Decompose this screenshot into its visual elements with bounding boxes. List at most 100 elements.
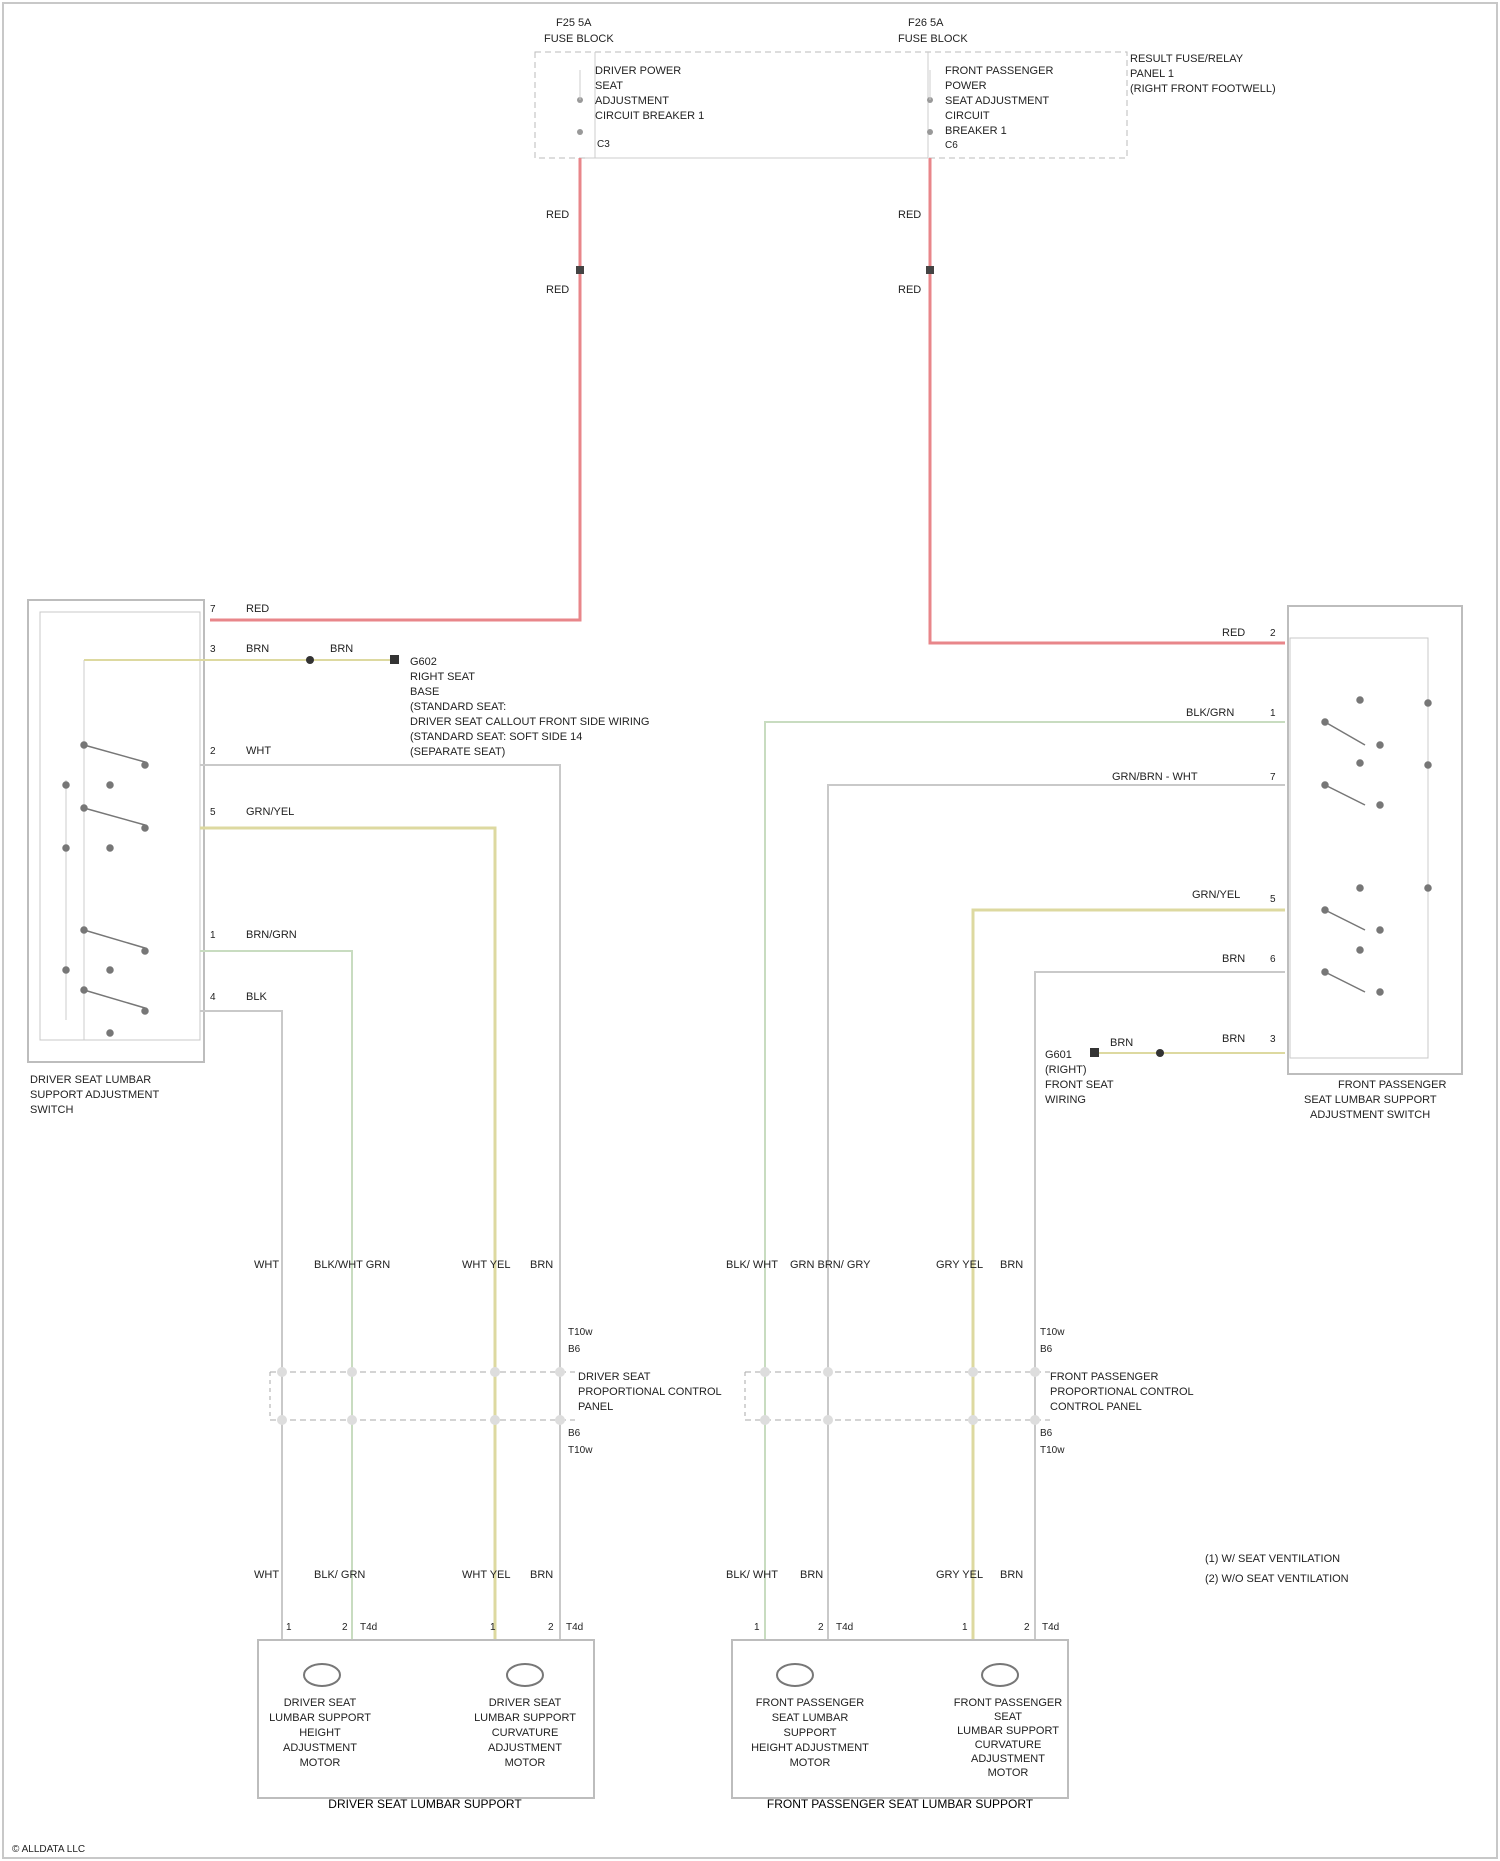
lsw-pin-2: 2 [210,746,216,757]
rsw-wire-grn-yel: GRN/YEL [1192,889,1240,901]
fuse-block: F25 5A FUSE BLOCK F26 5A FUSE BLOCK DRIV… [535,17,1276,158]
driver-switch-caption-2: SUPPORT ADJUSTMENT [30,1089,159,1101]
cr-code-3: B6 [1040,1428,1053,1439]
rm2-line-1: FRONT PASSENGER [954,1697,1062,1709]
lm-pin-1: 1 [286,1622,292,1633]
fuse-left-pin: C3 [597,139,610,150]
lm-code-1: T4d [360,1622,377,1633]
lm2-line-4: ADJUSTMENT [488,1742,562,1754]
lsw-ground-2: RIGHT SEAT [410,671,475,683]
fuse-right-label-2: FUSE BLOCK [898,33,968,45]
driver-switch-caption-3: SWITCH [30,1104,73,1116]
lsw-wire-wht: WHT [246,745,271,757]
lm1-line-5: MOTOR [300,1757,341,1769]
rm-code-1: T4d [836,1622,853,1633]
cr-text-1: FRONT PASSENGER [1050,1371,1158,1383]
rsw-pin-5: 5 [1270,894,1276,905]
cl-top-2: BLK/WHT GRN [314,1259,390,1271]
lsw-ground-7: (SEPARATE SEAT) [410,746,505,758]
rm-pin-2: 2 [818,1622,824,1633]
pass-switch-caption-1: FRONT PASSENGER [1338,1079,1446,1091]
connector-right: BLK/ WHT GRN BRN/ GRY GRY YEL BRN FRONT … [726,1259,1194,1581]
rsw-pin-7: 7 [1270,772,1276,783]
cl-code-2: B6 [568,1344,581,1355]
fuse-right-label-1: F26 5A [908,17,944,29]
rm-pin-4: 2 [1024,1622,1030,1633]
driver-switch-caption-1: DRIVER SEAT LUMBAR [30,1074,151,1086]
rsw-pin-6: 6 [1270,954,1276,965]
cl-code-4: T10w [568,1445,593,1456]
lm1-line-3: HEIGHT [299,1727,341,1739]
cr-top-4: BRN [1000,1259,1023,1271]
lm1-line-1: DRIVER SEAT [284,1697,357,1709]
cr-code-4: T10w [1040,1445,1065,1456]
lsw-ground-6: (STANDARD SEAT: SOFT SIDE 14 [410,731,582,743]
rm2-line-3: LUMBAR SUPPORT [957,1725,1059,1737]
rm2-line-2: SEAT [994,1711,1022,1723]
rm2-line-4: CURVATURE [975,1739,1042,1751]
fuse-panel-1: RESULT FUSE/RELAY [1130,53,1244,65]
lsw-pin-4: 4 [210,992,216,1003]
rm1-line-5: MOTOR [790,1757,831,1769]
lsw-pin-5: 5 [210,807,216,818]
motor-icon [304,1664,340,1686]
fuse-right-desc-3: SEAT ADJUSTMENT [945,95,1049,107]
red-power-wires: RED RED RED RED [210,158,1285,643]
rsw-wire-blk-grn: BLK/GRN [1186,707,1234,719]
cl-bottom-3: WHT YEL [462,1569,511,1581]
cr-top-2: GRN BRN/ GRY [790,1259,871,1271]
lm-caption: DRIVER SEAT LUMBAR SUPPORT [328,1797,522,1811]
motor-icon [982,1664,1018,1686]
lm2-line-2: LUMBAR SUPPORT [474,1712,576,1724]
fuse-left-label-1: F25 5A [556,17,592,29]
rm1-line-3: SUPPORT [784,1727,837,1739]
pass-switch-caption-3: ADJUSTMENT SWITCH [1310,1109,1430,1121]
right-red-label-2: RED [898,284,921,296]
rm1-line-2: SEAT LUMBAR [772,1712,849,1724]
left-red-label-2: RED [546,284,569,296]
cr-text-2: PROPORTIONAL CONTROL [1050,1386,1194,1398]
fuse-right-desc-1: FRONT PASSENGER [945,65,1053,77]
rsw-wire-red: RED [1222,627,1245,639]
fuse-right-desc-2: POWER [945,80,987,92]
rm2-line-5: ADJUSTMENT [971,1753,1045,1765]
fuse-right-pin: C6 [945,140,958,151]
rsw-pin-3: 3 [1270,1034,1276,1045]
passenger-lumbar-switch: FRONT PASSENGER SEAT LUMBAR SUPPORT ADJU… [1045,606,1462,1121]
fuse-left-label-2: FUSE BLOCK [544,33,614,45]
fuse-right-desc-4: CIRCUIT [945,110,990,122]
fuse-left-desc-1: DRIVER POWER [595,65,681,77]
driver-lumbar-switch: DRIVER SEAT LUMBAR SUPPORT ADJUSTMENT SW… [28,600,649,1116]
cl-code-1: T10w [568,1327,593,1338]
motor-icon [507,1664,543,1686]
lsw-wire-brn: BRN [246,643,269,655]
rsw-wire-grn-brn-wht: GRN/BRN - WHT [1112,771,1198,783]
rsw-ground-2: (RIGHT) [1045,1064,1087,1076]
cr-code-1: T10w [1040,1327,1065,1338]
lm-pin-2: 2 [342,1622,348,1633]
rsw-wire-brn-2: BRN [1222,1033,1245,1045]
cl-bottom-2: BLK/ GRN [314,1569,365,1581]
rm1-line-4: HEIGHT ADJUSTMENT [751,1742,869,1754]
footer-text: © ALLDATA LLC [12,1844,85,1855]
fuse-left-desc-2: SEAT [595,80,623,92]
lm-pin-3: 1 [490,1622,496,1633]
rsw-ground-wire: BRN [1110,1037,1133,1049]
right-red-label-1: RED [898,209,921,221]
fuse-panel-3: (RIGHT FRONT FOOTWELL) [1130,83,1276,95]
rsw-ground-4: WIRING [1045,1094,1086,1106]
lsw-ground-5: DRIVER SEAT CALLOUT FRONT SIDE WIRING [410,716,649,728]
legend-2: (2) W/O SEAT VENTILATION [1205,1573,1349,1585]
driver-switch-wires [200,765,560,1640]
fuse-left-desc-4: CIRCUIT BREAKER 1 [595,110,704,122]
cr-top-1: BLK/ WHT [726,1259,778,1271]
cr-bottom-2: BRN [800,1569,823,1581]
lm2-line-5: MOTOR [505,1757,546,1769]
passenger-lumbar-motors: 1 2 1 2 T4d T4d FRONT PASSENGER SEAT LUM… [732,1622,1068,1811]
fuse-right-desc-5: BREAKER 1 [945,125,1007,137]
lsw-ground-4: (STANDARD SEAT: [410,701,506,713]
lsw-ground-3: BASE [410,686,439,698]
lm1-line-4: ADJUSTMENT [283,1742,357,1754]
lm-pin-4: 2 [548,1622,554,1633]
